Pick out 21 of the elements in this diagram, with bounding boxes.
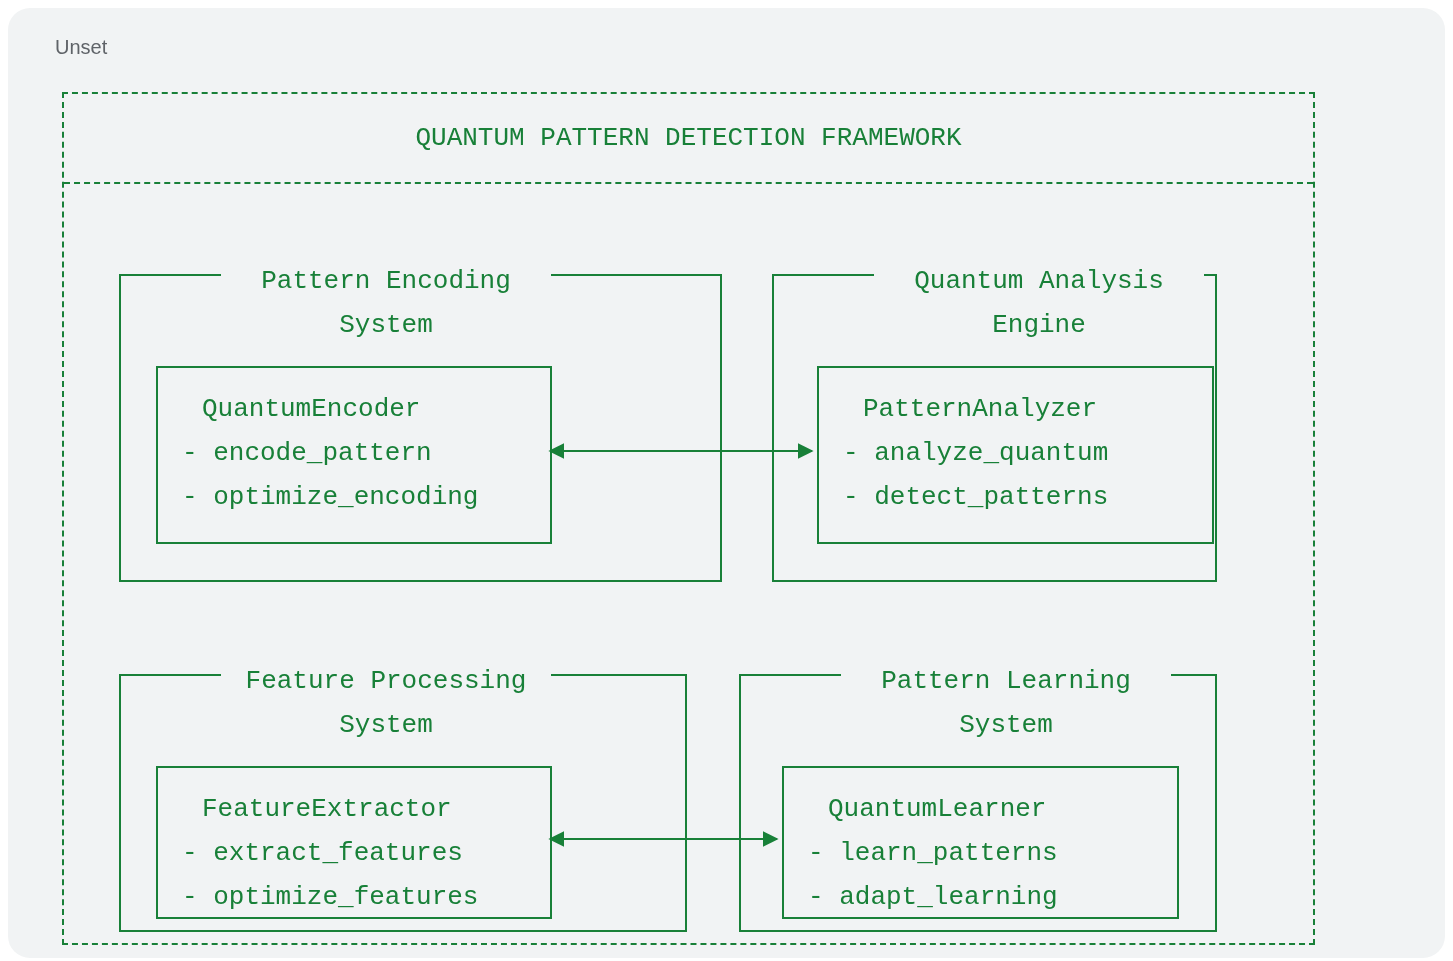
class-name: QuantumLearner	[827, 793, 1048, 826]
language-label: Unset	[55, 35, 108, 60]
method-name: - encode_pattern	[182, 437, 433, 470]
method-name: - optimize_encoding	[182, 481, 480, 514]
class-box	[782, 766, 1179, 919]
method-name: - optimize_features	[182, 881, 480, 914]
double-arrow	[548, 443, 814, 459]
double-arrow	[548, 831, 779, 847]
method-name: - learn_patterns	[808, 837, 1059, 870]
class-box	[156, 366, 552, 544]
method-name: - analyze_quantum	[843, 437, 1110, 470]
box-heading: QUANTUM PATTERN DETECTION FRAMEWORK	[415, 121, 962, 155]
class-name: QuantumEncoder	[201, 393, 422, 426]
framework-box	[62, 92, 1315, 945]
class-name: FeatureExtractor	[201, 793, 453, 826]
class-box	[817, 366, 1214, 544]
method-name: - adapt_learning	[808, 881, 1059, 914]
method-name: - detect_patterns	[843, 481, 1110, 514]
class-box	[156, 766, 552, 919]
method-name: - extract_features	[182, 837, 464, 870]
class-name: PatternAnalyzer	[862, 393, 1099, 426]
